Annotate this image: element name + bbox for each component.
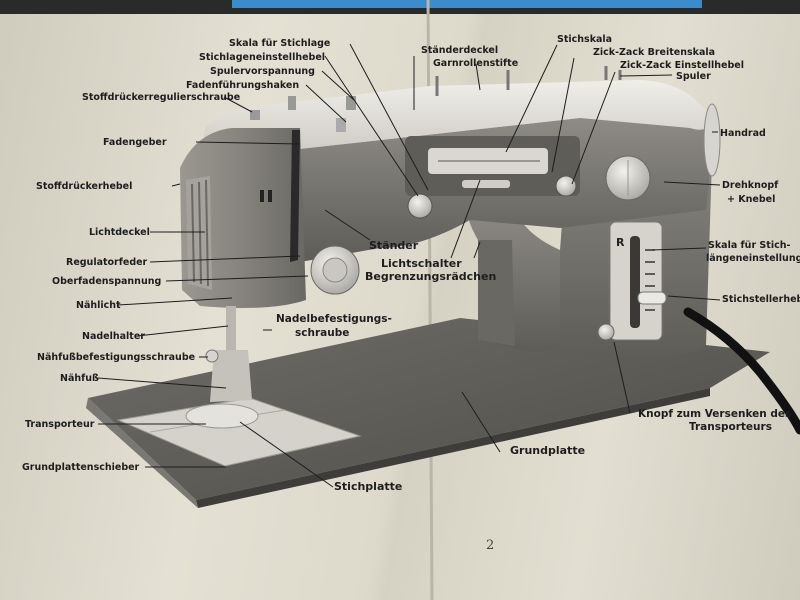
label-stichskala: Stichskala	[557, 34, 613, 45]
light-switch	[462, 180, 510, 188]
label-skala-stichlage: Skala für Stichlage	[229, 38, 331, 49]
label-skala-stichlaenge-1: Skala für Stich-	[708, 240, 791, 251]
label-nadelbefestigungsschraube-1: Nadelbefestigungs-	[276, 313, 392, 325]
label-knopf-versenken-2: Transporteurs	[689, 421, 772, 433]
label-garnrollenstifte: Garnrollenstifte	[433, 58, 519, 69]
label-knebel: + Knebel	[727, 194, 776, 205]
label-zickzack-breitenskala: Zick-Zack Breitenskala	[593, 47, 716, 58]
label-lichtschalter: Lichtschalter	[381, 257, 462, 270]
label-spuler: Spuler	[676, 71, 711, 82]
label-skala-stichlaenge-2: längeneinstellung	[706, 253, 800, 264]
label-stoffdrueckerhebel: Stoffdrückerhebel	[36, 181, 133, 192]
position-lever-knob	[407, 193, 433, 219]
label-grundplatte: Grundplatte	[510, 444, 586, 457]
label-begrenzungsraedchen: Begrenzungsrädchen	[365, 270, 497, 283]
label-grundplattenschieber: Grundplattenschieber	[22, 462, 140, 473]
label-spulervorspannung: Spulervorspannung	[210, 66, 315, 77]
page-number: 2	[486, 538, 495, 553]
label-regulatorfeder: Regulatorfeder	[66, 257, 148, 268]
zigzag-lever-knob	[555, 175, 577, 197]
handwheel	[703, 103, 721, 177]
label-naehlicht: Nählicht	[76, 300, 121, 311]
arm-cover	[200, 80, 712, 162]
label-fadengeber: Fadengeber	[103, 137, 167, 148]
label-oberfadenspannung: Oberfadenspannung	[52, 276, 162, 287]
label-nadelbefestigungsschraube-2: schraube	[295, 327, 350, 339]
dial-letter: R	[616, 236, 625, 249]
power-cable	[683, 307, 800, 435]
label-staender: Ständer	[369, 239, 419, 252]
label-staenderdeckel: Ständerdeckel	[421, 45, 499, 56]
label-lichtdeckel: Lichtdeckel	[89, 227, 150, 238]
feed-drop-knob	[597, 323, 615, 341]
presser-foot	[210, 350, 252, 402]
label-stichplatte: Stichplatte	[334, 480, 403, 493]
label-stichlageneinstellhebel: Stichlageneinstellhebel	[199, 52, 326, 63]
label-fadenfuehrungshaken: Fadenführungshaken	[186, 80, 300, 91]
stitch-lever	[637, 291, 667, 305]
label-stoffdrueckerregulierschraube: Stoffdrückerregulierschraube	[82, 92, 241, 103]
label-nadelhalter: Nadelhalter	[82, 331, 145, 342]
label-knopf-versenken-1: Knopf zum Versenken des	[638, 408, 792, 420]
label-stichstellerhebel: Stichstellerhebel	[722, 294, 800, 305]
label-drehknopf: Drehknopf	[722, 180, 779, 191]
label-zickzack-einstellhebel: Zick-Zack Einstellhebel	[620, 60, 744, 71]
label-naehfussbefestigungsschraube: Nähfußbefestigungsschraube	[37, 352, 196, 363]
label-transporteur: Transporteur	[25, 419, 95, 430]
label-naehfuss: Nähfuß	[60, 373, 99, 384]
label-handrad: Handrad	[720, 128, 766, 139]
